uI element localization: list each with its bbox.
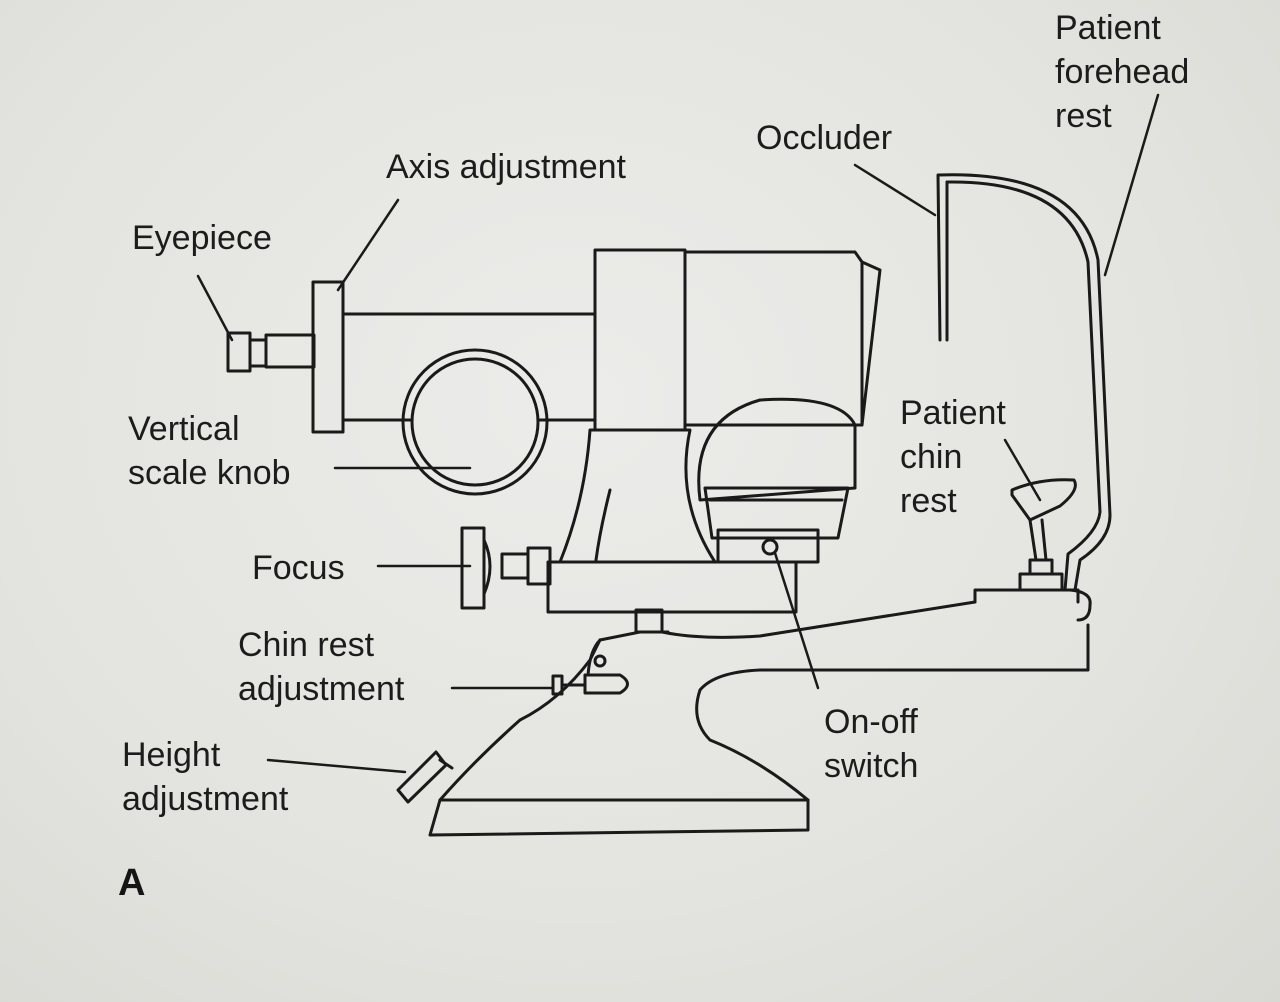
height-adjustment-knob xyxy=(396,750,454,804)
main-body xyxy=(593,248,882,432)
label-occluder: Occluder xyxy=(756,119,893,157)
label-patient-forehead-rest: Patient forehead rest xyxy=(1055,9,1190,135)
label-height-adjustment: Height adjustment xyxy=(122,736,289,818)
chin-rest-cup xyxy=(1010,478,1092,622)
slide-rail xyxy=(660,588,1080,639)
axis-adjustment-leader xyxy=(336,198,400,292)
forehead-rest-leader xyxy=(1103,93,1160,277)
occluder-frame xyxy=(936,173,1112,592)
on-off-switch-button xyxy=(761,538,779,556)
label-eyepiece: Eyepiece xyxy=(132,219,272,257)
label-axis-adjustment: Axis adjustment xyxy=(386,148,626,186)
label-chin-rest-adjustment: Chin rest adjustment xyxy=(238,626,405,708)
focus-assembly xyxy=(460,526,798,614)
instrument-base xyxy=(428,623,1090,837)
height-adjustment-leader xyxy=(266,758,407,774)
chin-rest-leader xyxy=(1003,438,1042,502)
vertical-scale-knob xyxy=(401,348,549,496)
occluder-leader xyxy=(853,163,937,217)
chin-rest-adjustment-knob xyxy=(551,608,670,696)
objective-housing xyxy=(697,397,857,564)
on-off-switch-leader xyxy=(773,551,820,690)
label-patient-chin-rest: Patient chin rest xyxy=(900,394,1006,520)
label-focus: Focus xyxy=(252,549,345,587)
label-on-off-switch: On-off switch xyxy=(824,703,919,785)
label-vertical-scale-knob: Vertical scale knob xyxy=(128,410,291,492)
pedestal xyxy=(558,428,717,564)
eyepiece-tube xyxy=(226,280,597,434)
eyepiece-leader xyxy=(196,274,234,342)
panel-letter: A xyxy=(118,862,146,904)
leader-lines xyxy=(196,93,1160,774)
